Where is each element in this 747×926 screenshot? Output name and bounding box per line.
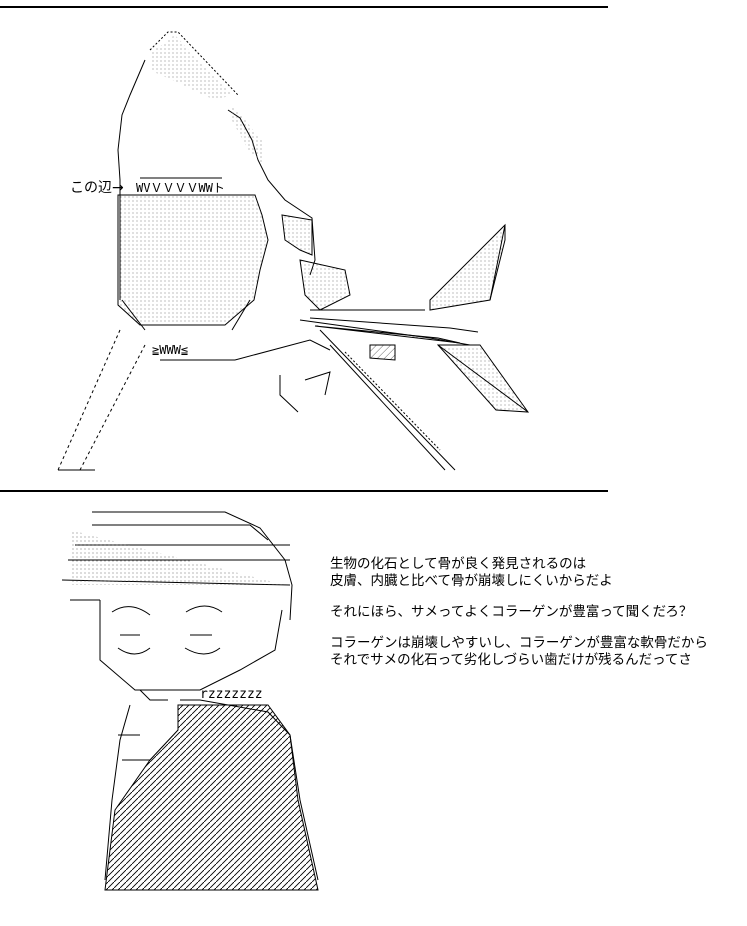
top-divider [0, 6, 608, 8]
speech-line-1: 生物の化石として骨が良く発見されるのは [330, 556, 587, 572]
speech-line-2: 皮膚、内臓と比べて骨が崩壊しにくいからだよ [330, 573, 613, 589]
speech-line-6: コラーゲンは崩壊しやすいし、コラーゲンが豊富な軟骨だから [330, 635, 708, 651]
shark-upper-teeth-text: WVＶＶＶＶWWト [136, 181, 225, 195]
shark-lower-teeth-text: ≧WWW≦ [152, 343, 189, 357]
middle-divider [0, 490, 608, 492]
speech-gap [330, 590, 745, 604]
speech-line-7: それでサメの化石って劣化しづらい歯だけが残るんだってさ [330, 652, 692, 668]
speech-block: 生物の化石として骨が良く発見されるのは 皮膚、内臓と比べて骨が崩壊しにくいからだ… [330, 556, 745, 669]
speech-line-4: それにほら、サメってよくコラーゲンが豊富って聞くだろ？ [330, 604, 693, 620]
snore-text: rzzzzzzz [200, 687, 263, 702]
speech-gap [330, 621, 745, 635]
pointer-label: この辺→ [70, 180, 124, 196]
